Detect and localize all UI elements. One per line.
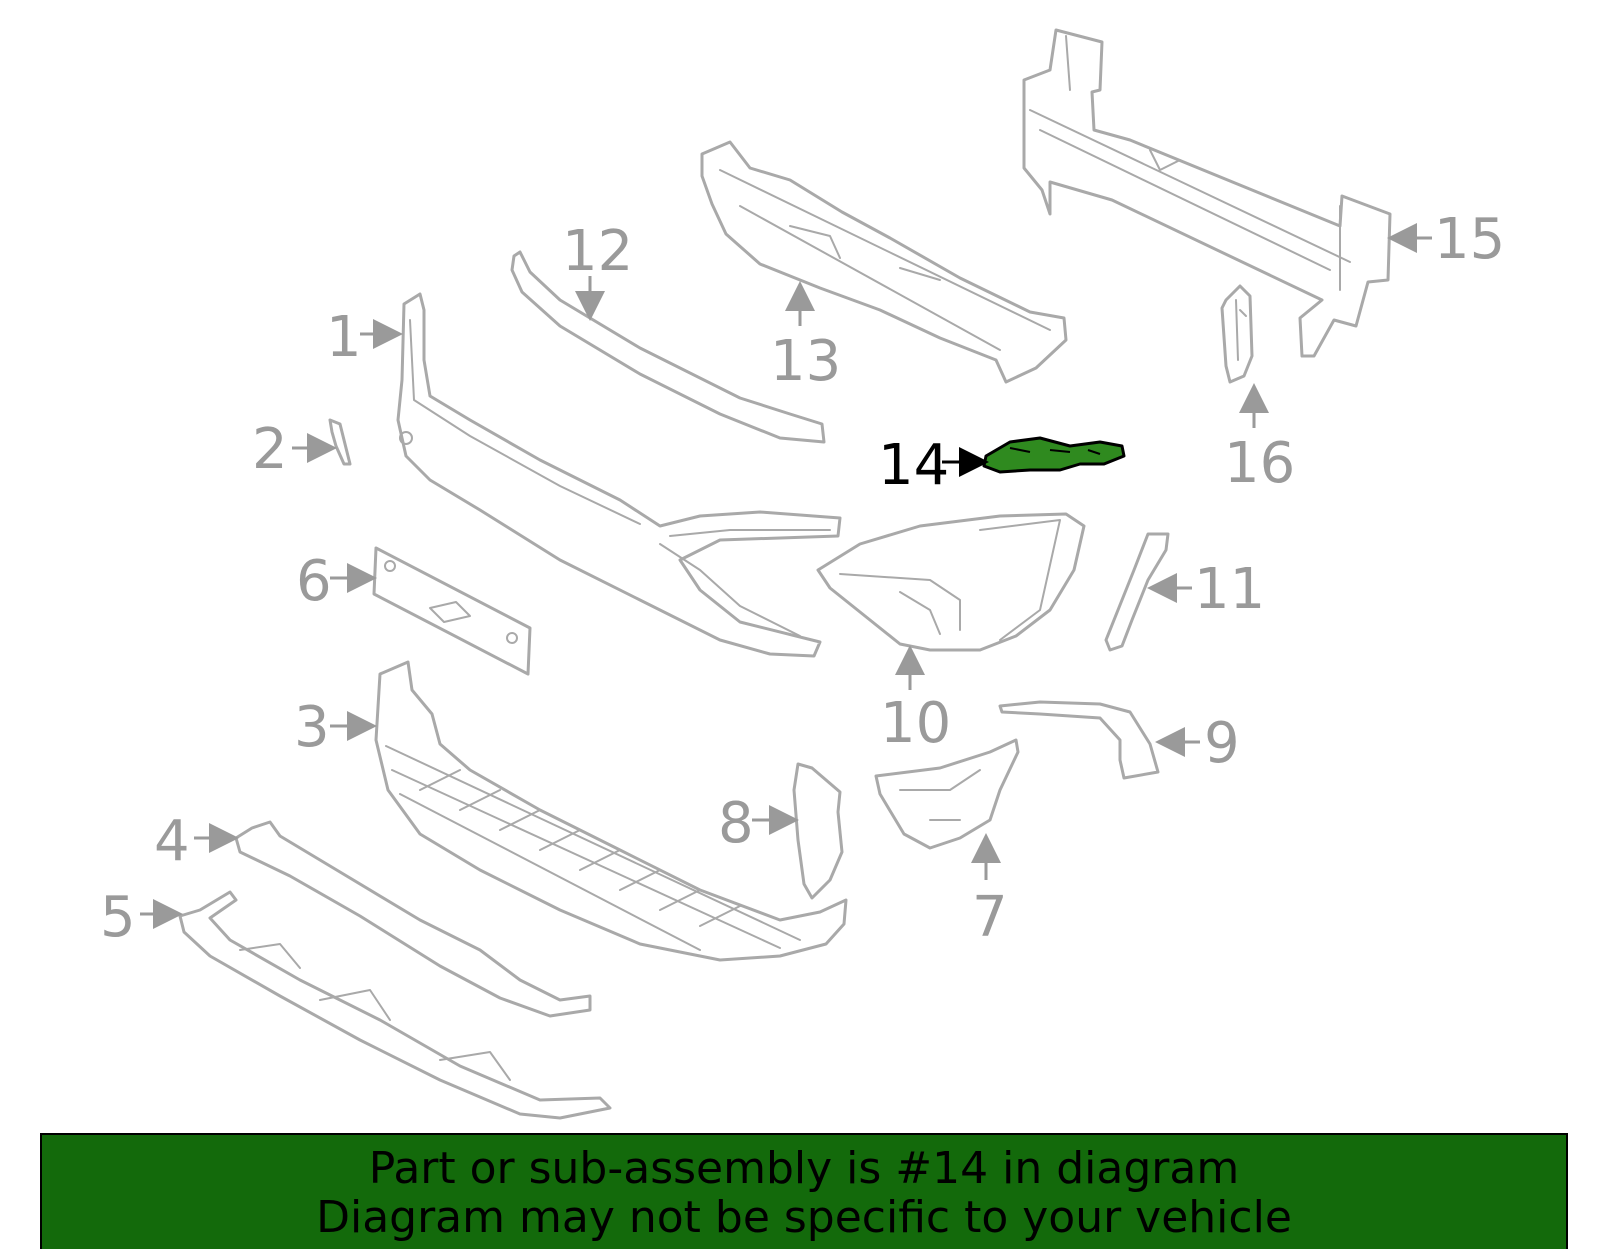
part-13-absorber (700, 140, 1068, 384)
callout-2: 2 (252, 417, 288, 482)
part-1-bumper-cover (396, 292, 842, 658)
callout-7: 7 (972, 885, 1008, 950)
callout-15: 15 (1434, 207, 1505, 272)
banner-line-2: Diagram may not be specific to your vehi… (316, 1192, 1292, 1243)
callout-16: 16 (1224, 431, 1295, 496)
part-12-trim-strip (510, 250, 826, 444)
part-8-side-bracket (792, 762, 844, 900)
part-10-grille-insert (816, 512, 1086, 652)
callout-14: 14 (878, 433, 949, 498)
callout-3: 3 (294, 695, 330, 760)
part-2-clip (328, 418, 352, 466)
part-15-reinforcement-bar (1022, 28, 1392, 358)
part-16-bracket (1220, 284, 1254, 384)
part-9-trim (998, 700, 1160, 780)
leader-lines (140, 223, 1432, 929)
callout-13: 13 (770, 329, 841, 394)
callout-6: 6 (296, 549, 332, 614)
callout-labels: 1 2 3 4 5 6 7 8 9 10 11 12 13 14 15 16 (100, 207, 1505, 950)
part-6-plate-bracket (372, 546, 532, 676)
callout-4: 4 (154, 809, 190, 874)
part-4-lower-lip (234, 820, 592, 1018)
part-5-skid-plate (178, 890, 612, 1120)
callout-9: 9 (1204, 711, 1240, 776)
callout-11: 11 (1194, 557, 1265, 622)
part-14-bracket-highlighted[interactable] (982, 436, 1126, 474)
callout-12: 12 (562, 219, 633, 284)
part-11-side-trim (1104, 532, 1170, 652)
callout-8: 8 (718, 791, 754, 856)
banner-line-1: Part or sub-assembly is #14 in diagram (368, 1143, 1240, 1194)
callout-10: 10 (880, 691, 951, 756)
part-7-fog-bezel (874, 738, 1020, 850)
part-3-lower-grille (374, 660, 848, 962)
callout-1: 1 (326, 305, 362, 370)
info-banner: Part or sub-assembly is #14 in diagram D… (40, 1133, 1568, 1249)
callout-5: 5 (100, 885, 136, 950)
